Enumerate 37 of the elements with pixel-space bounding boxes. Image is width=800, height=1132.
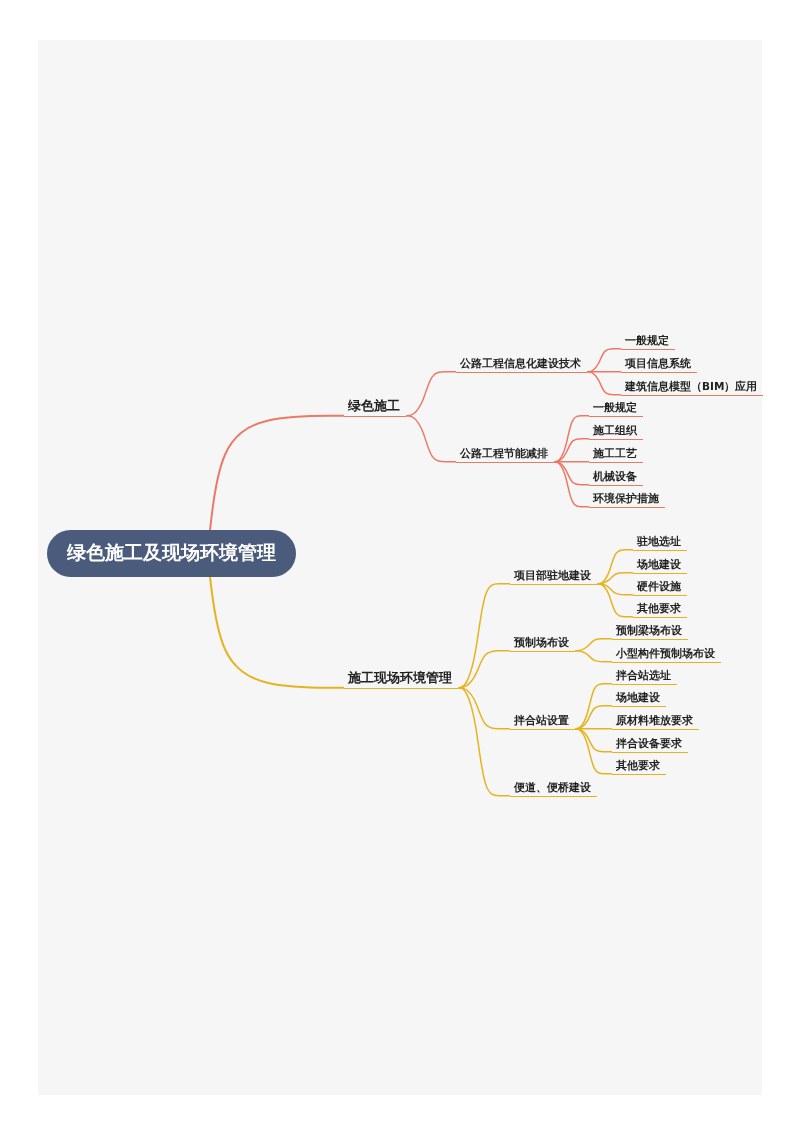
branch-line — [405, 414, 457, 463]
topic-label: 施工工艺 — [589, 445, 643, 463]
topic-label: 其他要求 — [633, 600, 687, 618]
topic-label: 公路工程节能减排 — [456, 445, 554, 463]
topic-label: 拌合站选址 — [612, 667, 677, 685]
branch-line — [586, 370, 622, 396]
topic-label: 驻地选址 — [633, 533, 687, 551]
topic-label: 拌合站设置 — [510, 712, 575, 730]
topic-label: 场地建设 — [612, 689, 666, 707]
topic-label: 预制梁场布设 — [612, 622, 688, 640]
topic-label: 硬件设施 — [633, 578, 687, 596]
topic-label: 原材料堆放要求 — [612, 712, 699, 730]
topic-label: 施工现场环境管理 — [344, 669, 458, 689]
branch-line — [574, 727, 613, 775]
topic-label: 环境保护措施 — [589, 490, 665, 508]
topic-label: 其他要求 — [612, 757, 666, 775]
topic-label: 拌合设备要求 — [612, 735, 688, 753]
branch-line — [596, 582, 634, 618]
branch-line — [209, 414, 345, 531]
topic-label: 预制场布设 — [510, 634, 575, 652]
topic-label: 项目部驻地建设 — [510, 567, 597, 585]
topic-label: 便道、便桥建设 — [510, 779, 597, 797]
central-topic: 绿色施工及现场环境管理 — [47, 530, 296, 577]
branch-line — [574, 649, 613, 663]
topic-label: 公路工程信息化建设技术 — [456, 355, 587, 373]
topic-label: 小型构件预制场布设 — [612, 645, 721, 663]
topic-label: 场地建设 — [633, 556, 687, 574]
branch-line — [209, 576, 345, 689]
topic-label: 项目信息系统 — [621, 355, 697, 373]
branch-line — [553, 460, 590, 508]
topic-label: 机械设备 — [589, 468, 643, 486]
topic-label: 施工组织 — [589, 422, 643, 440]
topic-label: 一般规定 — [621, 332, 675, 350]
topic-label: 建筑信息模型（BIM）应用 — [621, 378, 764, 396]
topic-label: 绿色施工 — [344, 397, 406, 417]
branch-line — [457, 686, 511, 797]
topic-label: 一般规定 — [589, 399, 643, 417]
